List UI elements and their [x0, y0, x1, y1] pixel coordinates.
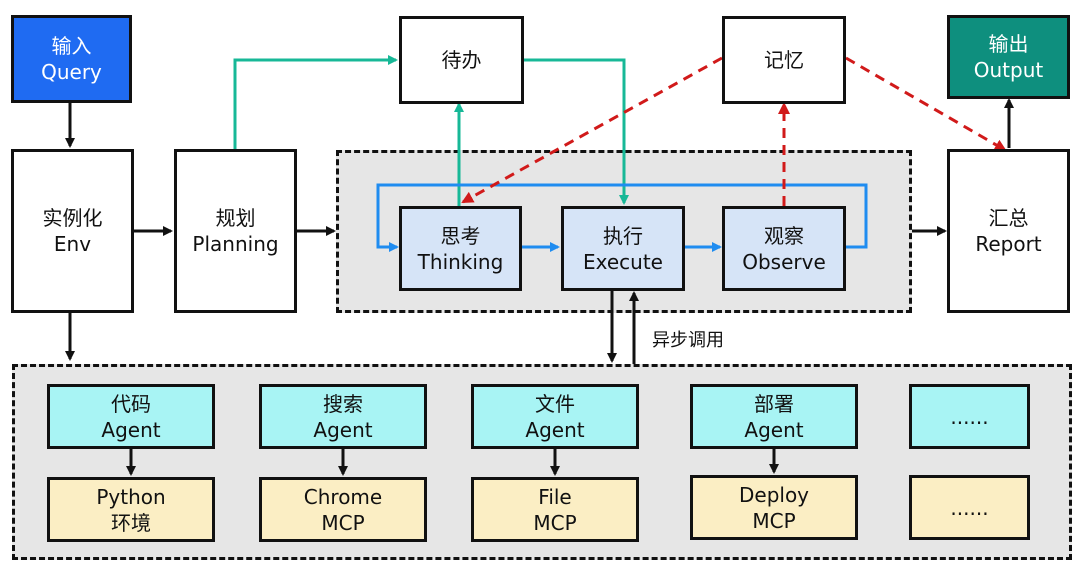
- tool-more: ......: [909, 475, 1030, 540]
- agent-label: 搜索: [323, 391, 363, 416]
- agent-label: 代码: [111, 391, 151, 416]
- tool-label: MCP: [533, 510, 577, 535]
- node-label: 思考: [440, 223, 481, 248]
- memory-node: 记忆: [722, 16, 846, 104]
- tool-label: Chrome: [303, 484, 383, 509]
- env-node: 实例化 Env: [11, 149, 134, 313]
- input-query-node: 输入 Query: [11, 15, 132, 103]
- agent-label: 文件: [535, 391, 575, 416]
- tool-label: MCP: [752, 508, 796, 533]
- node-label: 执行: [603, 223, 643, 248]
- tool-python: Python 环境: [47, 477, 215, 542]
- agent-label: ......: [950, 404, 989, 429]
- output-node: 输出 Output: [947, 15, 1070, 99]
- tool-label: File: [538, 484, 572, 509]
- agent-label: Agent: [744, 417, 804, 442]
- arrow-planning-to-todo: [233, 55, 398, 149]
- thinking-node: 思考 Thinking: [399, 206, 522, 291]
- arrow-memory-to-thinking: [461, 56, 723, 204]
- node-label: Report: [975, 232, 1042, 256]
- execute-node: 执行 Execute: [561, 206, 685, 291]
- node-label: 记忆: [764, 48, 804, 72]
- node-label: Planning: [192, 232, 279, 256]
- agent-file: 文件 Agent: [471, 384, 639, 449]
- agent-more: ......: [909, 384, 1030, 449]
- node-label: Env: [53, 232, 92, 256]
- arrow-memory-to-report: [845, 56, 1007, 152]
- tool-label: Deploy: [738, 482, 810, 507]
- tool-label: Python: [96, 484, 166, 509]
- async-call-label: 异步调用: [652, 330, 724, 351]
- arrow-observe-loop-back: [376, 183, 868, 252]
- node-label: 输出: [988, 32, 1029, 56]
- node-label: Output: [973, 58, 1044, 82]
- tool-label: 环境: [111, 510, 151, 535]
- node-label: Observe: [742, 249, 826, 274]
- node-label: 观察: [764, 223, 804, 248]
- node-label: 汇总: [988, 206, 1029, 230]
- agent-code: 代码 Agent: [47, 384, 215, 449]
- planning-node: 规划 Planning: [174, 149, 297, 313]
- arrow-todo-to-execute: [524, 58, 629, 205]
- agent-label: Agent: [101, 417, 161, 442]
- node-label: 待办: [441, 48, 482, 72]
- tool-label: MCP: [321, 510, 365, 535]
- agent-label: Agent: [525, 417, 585, 442]
- node-label: 实例化: [42, 206, 103, 230]
- tool-deploy: Deploy MCP: [690, 475, 858, 540]
- node-label: Thinking: [417, 249, 504, 274]
- agent-deploy: 部署 Agent: [690, 384, 858, 449]
- todo-node: 待办: [399, 16, 524, 104]
- agent-label: 部署: [754, 391, 794, 416]
- tool-label: ......: [950, 495, 989, 520]
- node-label: 规划: [215, 206, 256, 230]
- agent-label: Agent: [313, 417, 373, 442]
- agent-search: 搜索 Agent: [259, 384, 427, 449]
- report-node: 汇总 Report: [947, 149, 1070, 313]
- node-label: Query: [41, 60, 102, 84]
- node-label: 输入: [51, 34, 92, 58]
- observe-node: 观察 Observe: [722, 206, 846, 291]
- node-label: Execute: [583, 249, 663, 274]
- tool-chrome: Chrome MCP: [259, 477, 427, 542]
- tool-file: File MCP: [471, 477, 639, 542]
